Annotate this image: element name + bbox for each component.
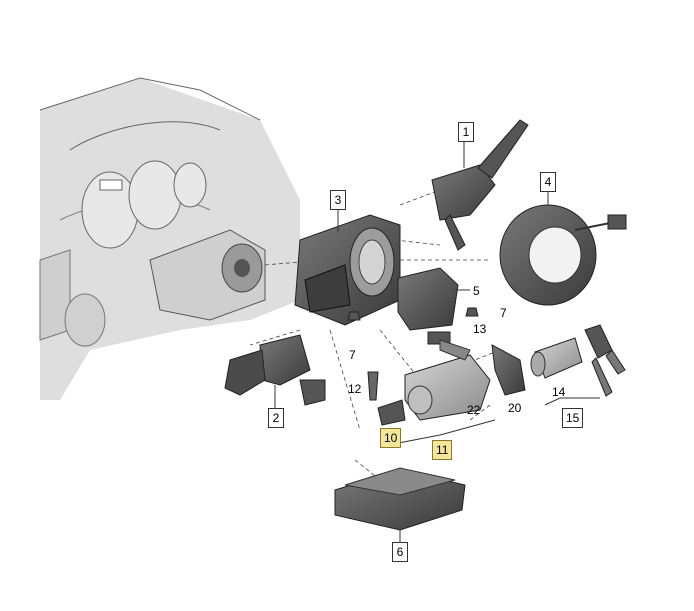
label-13[interactable]: 13: [473, 322, 487, 336]
label-7-left[interactable]: 7: [349, 348, 356, 362]
part-14-15-cylinder-keys: [530, 324, 626, 406]
callout-6[interactable]: 6: [392, 542, 408, 562]
part-1-stalk: [431, 119, 529, 251]
part-20-cover: [491, 344, 526, 396]
label-5[interactable]: 5: [473, 284, 480, 298]
leader-lines: [249, 189, 501, 481]
part-10-12-small-parts: [367, 371, 406, 426]
part-6-control-module: [334, 467, 466, 544]
label-22[interactable]: 22: [467, 403, 481, 417]
callout-11[interactable]: 11: [432, 440, 453, 460]
part-5-control-unit: [397, 267, 470, 331]
callout-3[interactable]: 3: [330, 190, 346, 210]
label-14[interactable]: 14: [552, 385, 566, 399]
label-7-right[interactable]: 7: [500, 306, 507, 320]
dashboard-background: [39, 77, 300, 400]
callout-10[interactable]: 10: [380, 428, 402, 448]
part-22-lock-housing: [404, 339, 491, 421]
part-4-clock-spring: [499, 190, 627, 306]
label-20[interactable]: 20: [508, 401, 522, 415]
callout-15[interactable]: 15: [562, 408, 584, 428]
part-3-switch-housing: [294, 200, 401, 326]
label-12[interactable]: 12: [348, 382, 362, 396]
part-2-lever: [224, 334, 326, 410]
callout-4[interactable]: 4: [540, 172, 556, 192]
callout-1[interactable]: 1: [458, 122, 474, 142]
callout-2[interactable]: 2: [268, 408, 284, 428]
part-7-screws: [347, 307, 479, 321]
part-11-bracket-line: [387, 419, 496, 446]
